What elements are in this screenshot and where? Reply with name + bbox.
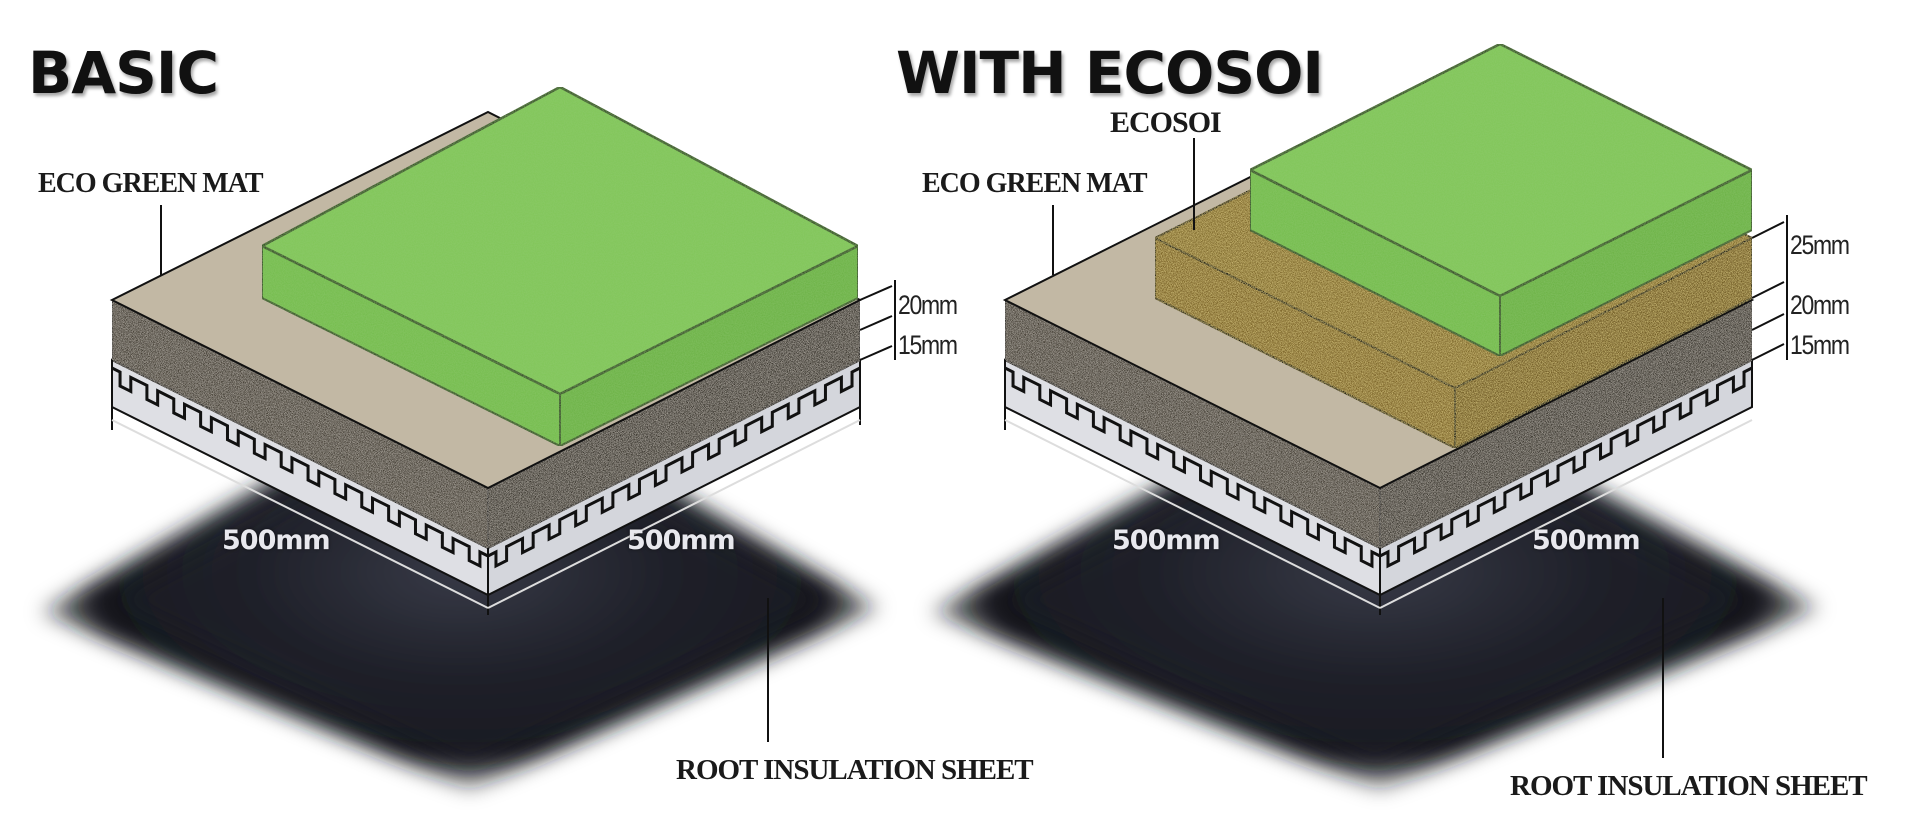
thickness-15mm-left: 15mm: [898, 330, 958, 360]
thickness-25mm-right: 25mm: [1790, 230, 1850, 260]
title-with-ecosoi: WITH ECOSOI: [896, 39, 1324, 107]
drainage-tooth-strip: [1379, 366, 1753, 569]
turf-top-left: [259, 85, 861, 396]
turf-top-right: [1247, 42, 1755, 298]
title-basic: BASIC: [28, 39, 219, 107]
panel-with-ecosoi: [930, 42, 1820, 790]
drainage-tooth-strip: [111, 366, 489, 569]
label-eco-green-mat-left: ECO GREEN MAT: [38, 168, 263, 199]
label-root-insulation-sheet-right: ROOT INSULATION SHEET: [1510, 770, 1868, 802]
label-eco-green-mat-right: ECO GREEN MAT: [922, 168, 1147, 199]
drainage-tooth-strip: [1004, 366, 1381, 569]
drainage-teeth-right: [1004, 366, 1753, 569]
drainage-teeth-left: [111, 366, 861, 569]
label-ecosoi: ECOSOI: [1110, 106, 1222, 139]
dimension-depth-left: 500mm: [627, 525, 736, 556]
dimension-width-right: 500mm: [1112, 525, 1221, 556]
dimension-width-left: 500mm: [222, 525, 331, 556]
thickness-20mm-right: 20mm: [1790, 290, 1850, 320]
drainage-tooth-strip: [487, 366, 861, 569]
thickness-20mm-left: 20mm: [898, 290, 958, 320]
dimension-depth-right: 500mm: [1532, 525, 1641, 556]
panel-basic: [40, 85, 896, 790]
label-root-insulation-sheet-left: ROOT INSULATION SHEET: [676, 754, 1034, 786]
thickness-15mm-right: 15mm: [1790, 330, 1850, 360]
